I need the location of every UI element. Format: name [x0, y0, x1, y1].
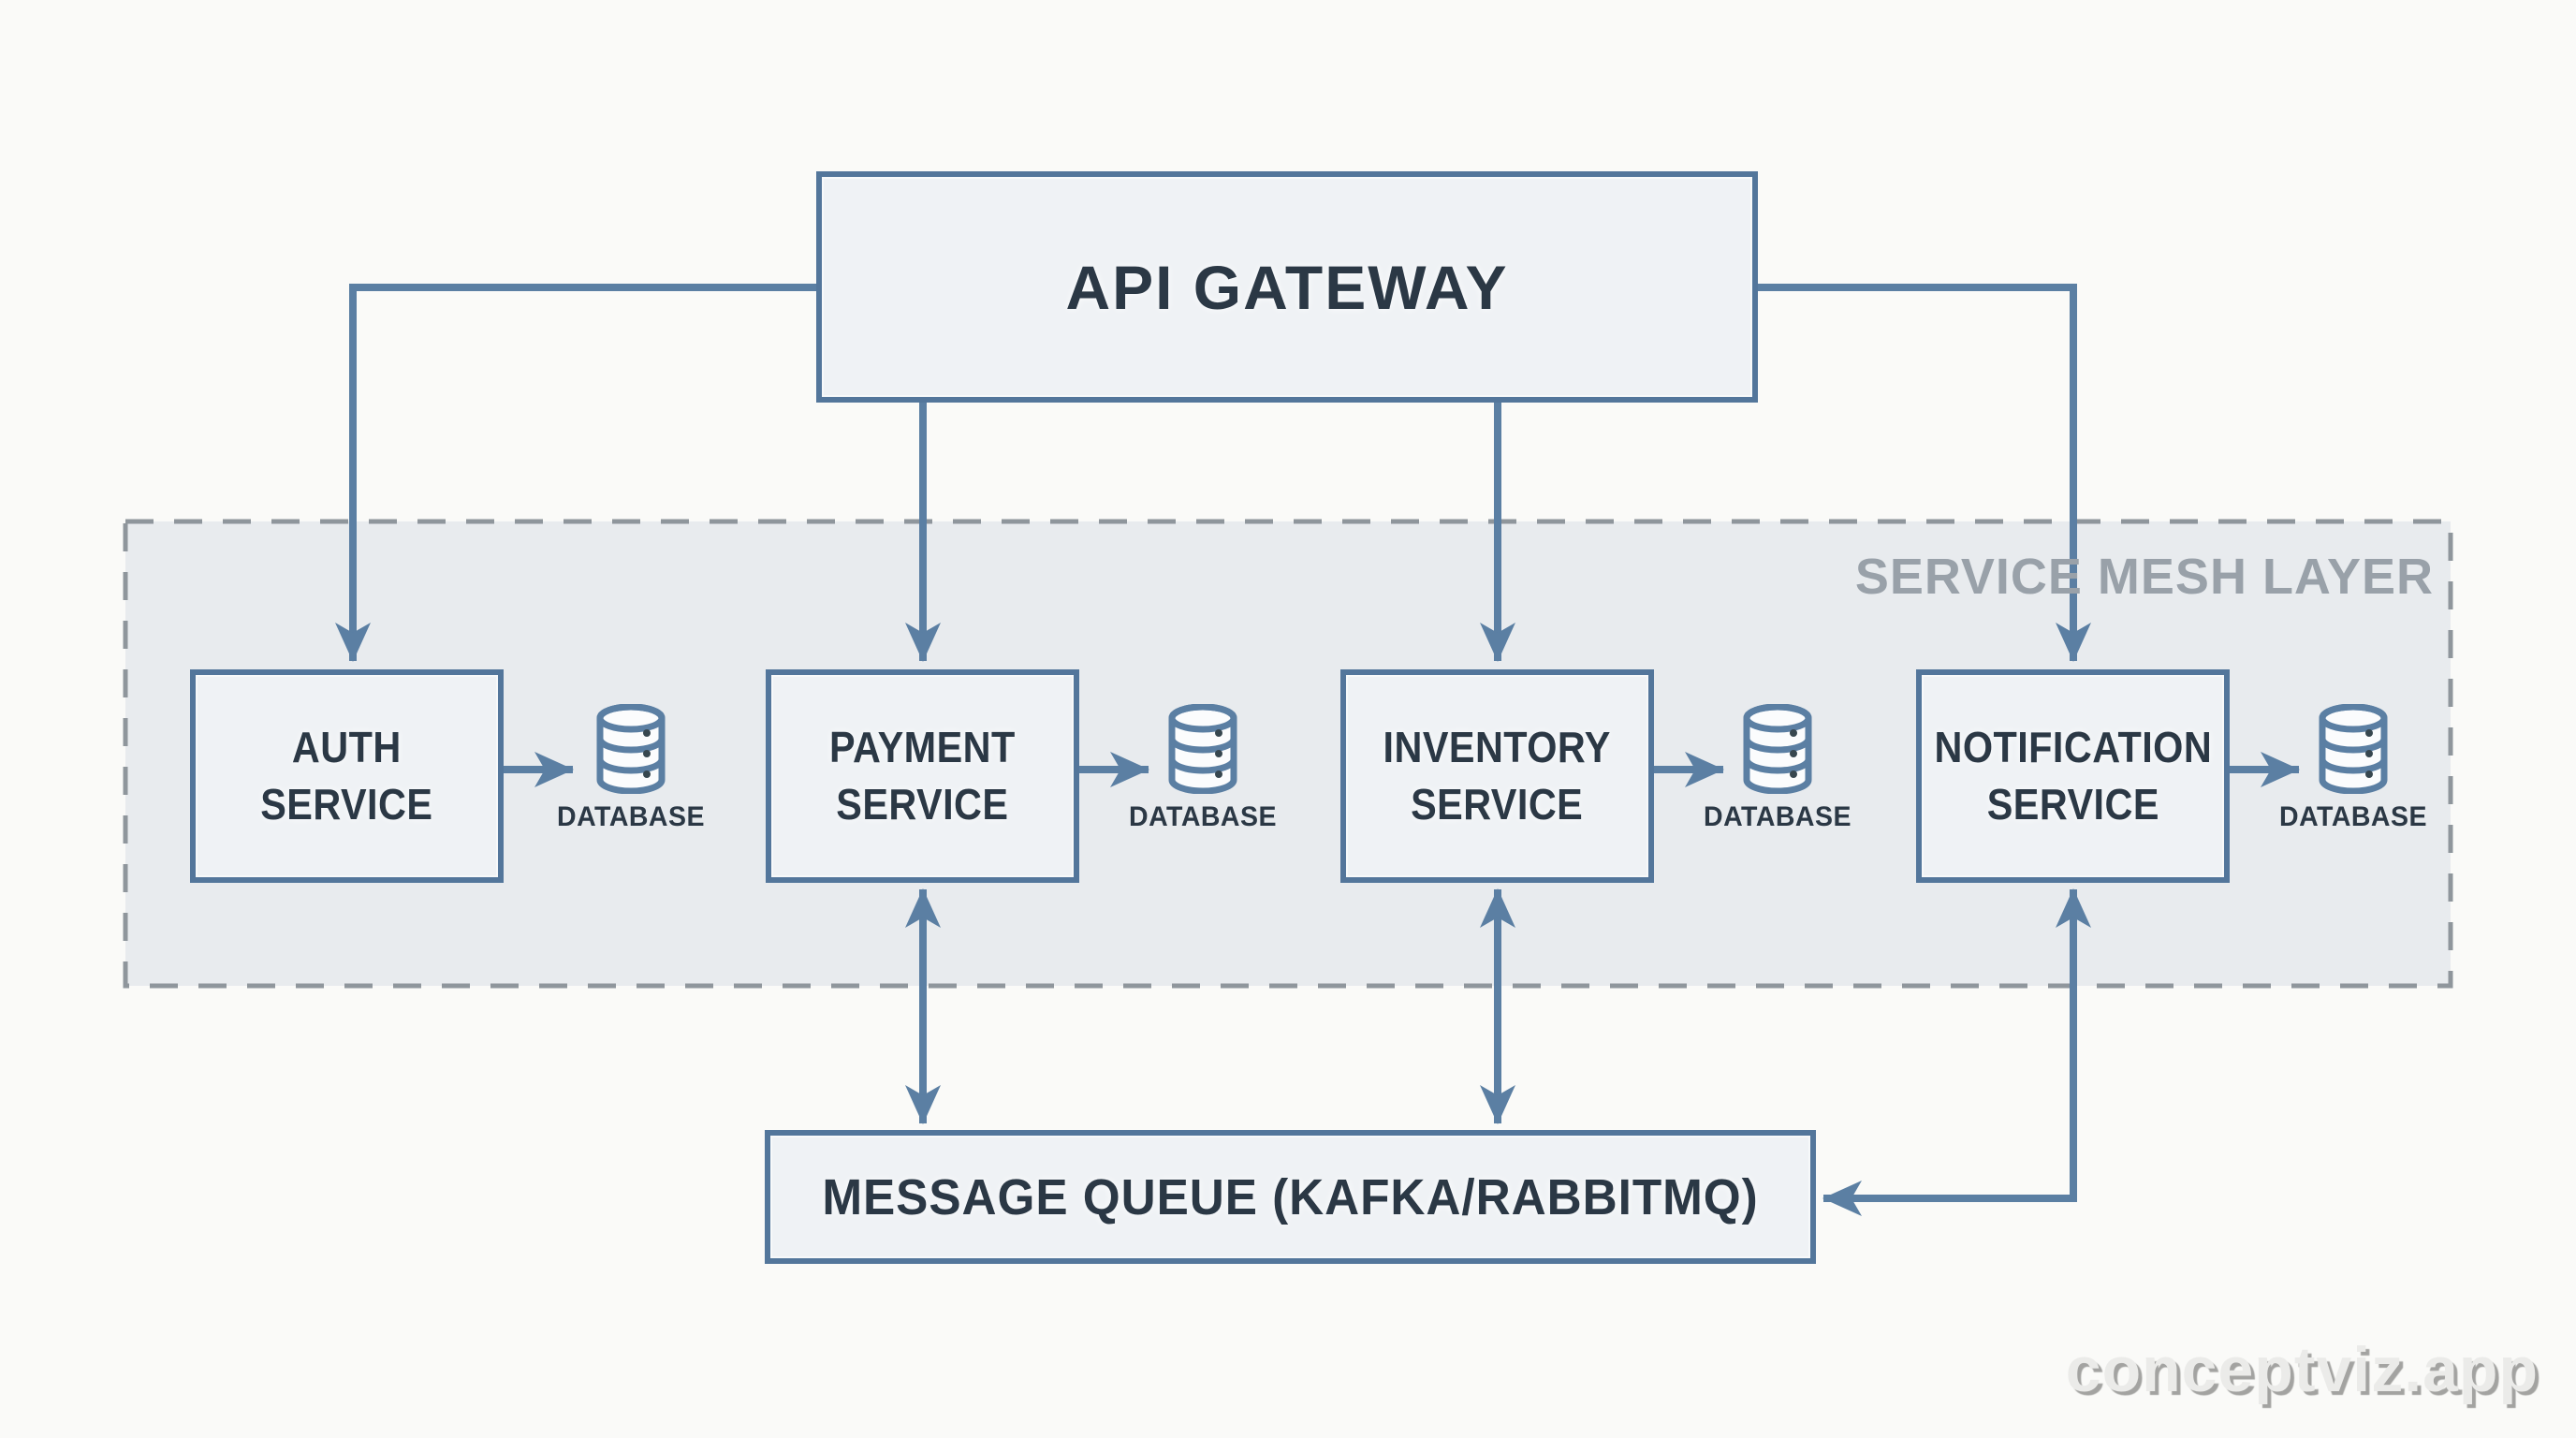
notification-service-label: NOTIFICATION SERVICE — [1934, 723, 2212, 829]
payment-service-label: PAYMENT SERVICE — [829, 723, 1016, 829]
message-queue-box: MESSAGE QUEUE (KAFKA/RABBITMQ) — [765, 1130, 1816, 1264]
inventory-service-box: INVENTORY SERVICE — [1340, 669, 1654, 883]
message-queue-label: MESSAGE QUEUE (KAFKA/RABBITMQ) — [822, 1168, 1759, 1225]
inventory-database: DATABASE — [1684, 704, 1871, 833]
database-icon — [1168, 704, 1237, 794]
database-icon — [596, 704, 666, 794]
database-icon — [1743, 704, 1812, 794]
notification-service-box: NOTIFICATION SERVICE — [1916, 669, 2230, 883]
database-icon — [2319, 704, 2388, 794]
auth-database: DATABASE — [537, 704, 724, 833]
inventory-service-label: INVENTORY SERVICE — [1383, 723, 1612, 829]
auth-service-label: AUTH SERVICE — [260, 723, 433, 829]
api-gateway-box: API GATEWAY — [816, 171, 1758, 403]
notification-database: DATABASE — [2260, 704, 2447, 833]
watermark: conceptviz.app — [2065, 1334, 2539, 1405]
payment-service-box: PAYMENT SERVICE — [766, 669, 1079, 883]
api-gateway-label: API GATEWAY — [1065, 252, 1509, 322]
notification-database-label: DATABASE — [2279, 801, 2427, 832]
inventory-database-label: DATABASE — [1704, 801, 1852, 832]
edge-gateway-to-notification — [1758, 284, 2091, 662]
edge-notification-queue — [1822, 888, 2091, 1216]
auth-service-box: AUTH SERVICE — [190, 669, 504, 883]
auth-database-label: DATABASE — [557, 801, 705, 832]
service-mesh-layer-label: SERVICE MESH LAYER — [1854, 549, 2434, 605]
edge-gateway-to-auth — [335, 284, 816, 662]
payment-database-label: DATABASE — [1129, 801, 1277, 832]
payment-database: DATABASE — [1109, 704, 1296, 833]
